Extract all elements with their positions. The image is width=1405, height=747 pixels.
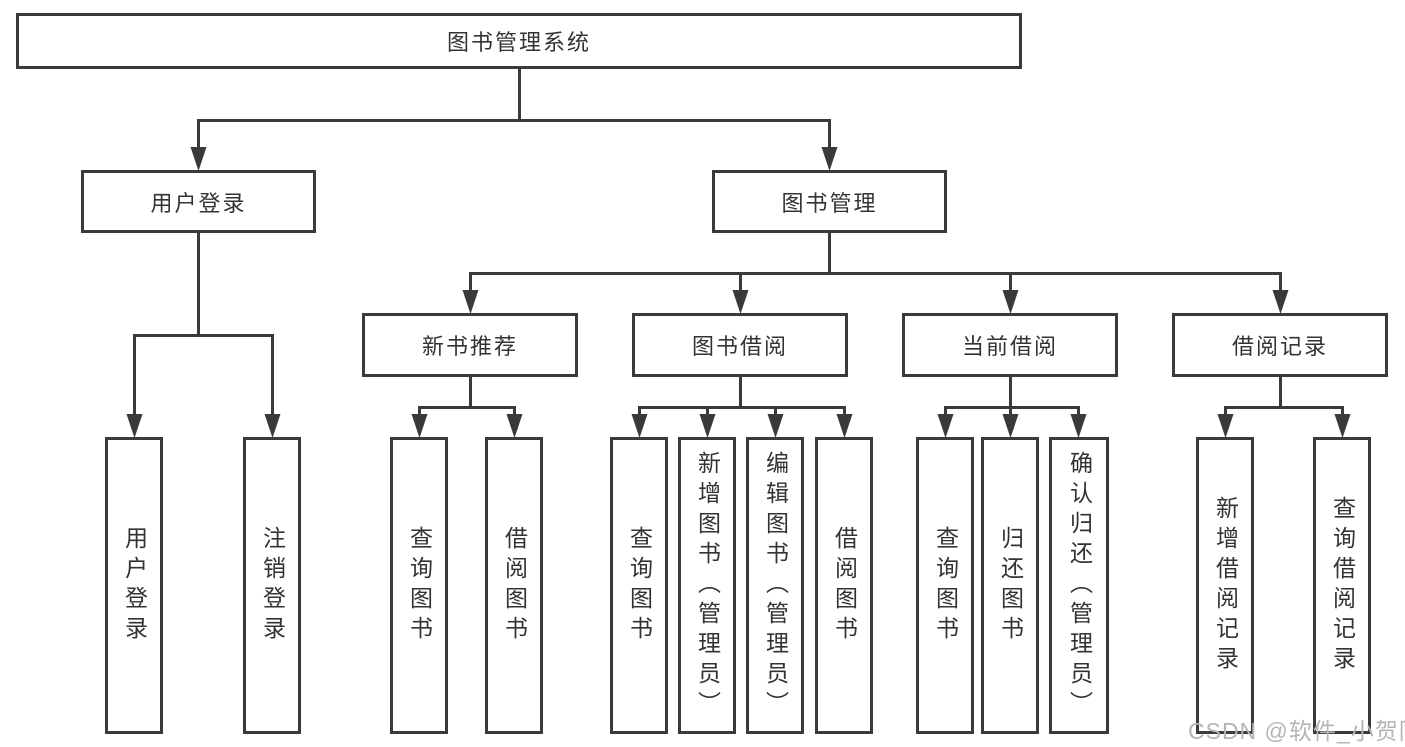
node-root: 图书管理系统: [16, 13, 1022, 69]
connector-userlogin-to-leaves: [133, 233, 274, 416]
leaf-add-borrow-record: 新增借阅记录: [1196, 437, 1254, 734]
leaf-query-books-3: 查询图书: [916, 437, 974, 734]
leaf-label: 查询图书: [932, 525, 959, 646]
leaf-label: 编辑图书（管理员）: [762, 450, 789, 721]
leaf-logout: 注销登录: [243, 437, 301, 734]
arrowheads: [126, 147, 1351, 438]
leaf-query-books-1: 查询图书: [390, 437, 448, 734]
leaf-label: 借阅图书: [501, 525, 528, 646]
connector-root-to-level2: [197, 69, 831, 149]
node-new-book-recommend: 新书推荐: [362, 313, 578, 377]
leaf-borrow-books-2: 借阅图书: [815, 437, 873, 734]
leaf-label: 查询图书: [626, 525, 653, 646]
node-book-borrow: 图书借阅: [632, 313, 848, 377]
node-user-login: 用户登录: [81, 170, 316, 233]
leaf-query-books-2: 查询图书: [610, 437, 668, 734]
leaf-label: 借阅图书: [831, 525, 858, 646]
connector-newbook-to-leaves: [418, 377, 516, 416]
node-book-management: 图书管理: [712, 170, 947, 233]
node-borrow-records: 借阅记录: [1172, 313, 1388, 377]
leaf-label: 用户登录: [121, 525, 148, 646]
leaf-confirm-return-admin: 确认归还（管理员）: [1049, 437, 1109, 734]
leaf-label: 注销登录: [259, 525, 286, 646]
node-current-borrow: 当前借阅: [902, 313, 1118, 377]
leaf-return-books: 归还图书: [981, 437, 1039, 734]
leaf-label: 新增图书（管理员）: [694, 450, 721, 721]
connector-currentborrow-to-leaves: [944, 377, 1080, 416]
connector-bookborrow-to-leaves: [638, 377, 846, 416]
leaf-add-books-admin: 新增图书（管理员）: [678, 437, 736, 734]
leaf-label: 归还图书: [997, 525, 1024, 646]
connector-records-to-leaves: [1224, 377, 1344, 416]
leaf-label: 查询图书: [406, 525, 433, 646]
leaf-user-login: 用户登录: [105, 437, 163, 734]
connector-bookmgmt-to-level3: [469, 233, 1282, 292]
leaf-edit-books-admin: 编辑图书（管理员）: [746, 437, 804, 734]
leaf-query-borrow-record: 查询借阅记录: [1313, 437, 1371, 734]
leaf-label: 确认归还（管理员）: [1066, 450, 1093, 721]
leaf-label: 查询借阅记录: [1329, 495, 1356, 676]
leaf-borrow-books-1: 借阅图书: [485, 437, 543, 734]
leaf-label: 新增借阅记录: [1212, 495, 1239, 676]
csdn-watermark: CSDN @软件_小贺同学: [1188, 718, 1405, 744]
